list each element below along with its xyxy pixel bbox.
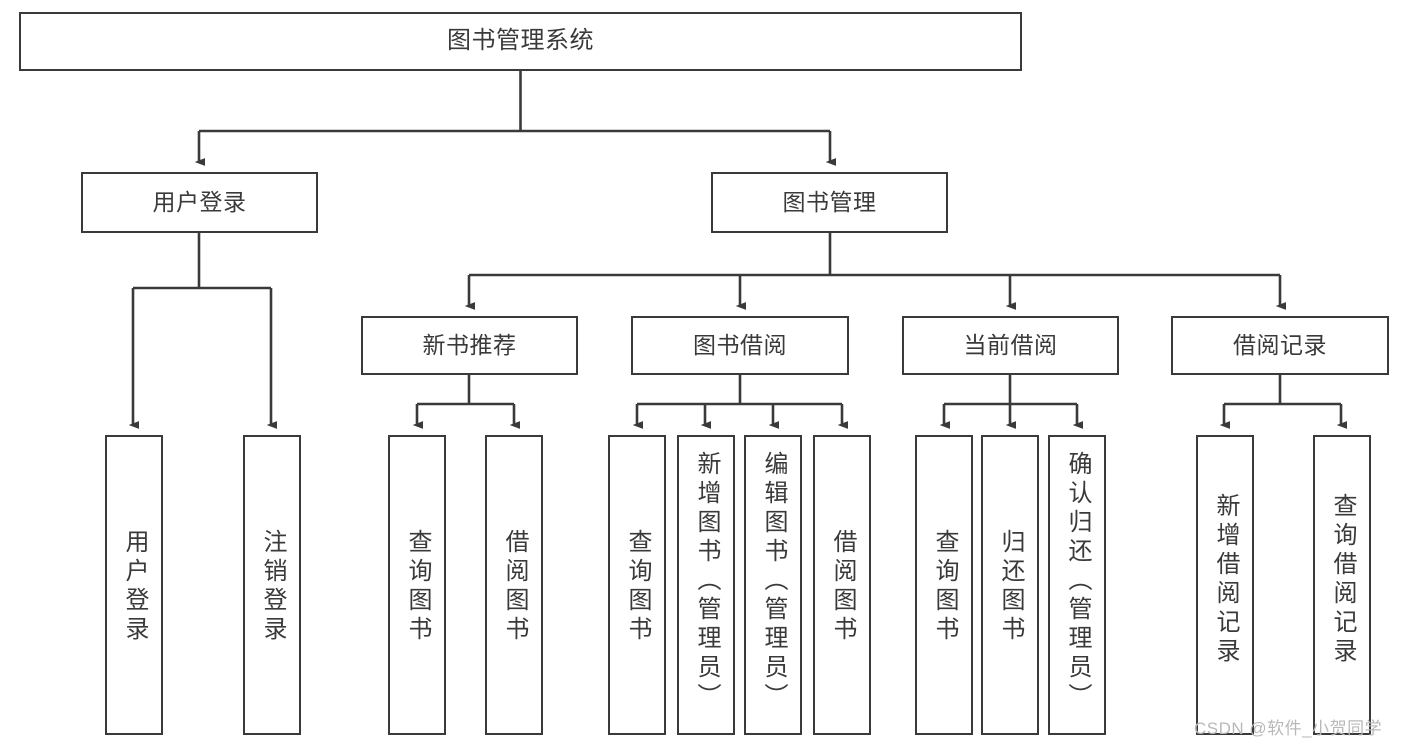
node-label: 借阅图书 — [501, 529, 528, 645]
leaf-current-query-book[interactable]: 查询图书 — [915, 435, 973, 735]
node-label: 确认归还（管理员） — [1064, 451, 1091, 712]
node-label: 新书推荐 — [422, 331, 517, 358]
node-label: 借阅记录 — [1233, 331, 1327, 358]
node-label: 当前借阅 — [963, 331, 1058, 358]
leaf-current-return-book[interactable]: 归还图书 — [981, 435, 1039, 735]
node-label: 新增借阅记录 — [1212, 493, 1239, 667]
node-book-management[interactable]: 图书管理 — [711, 172, 948, 233]
node-label: 用户登录 — [121, 529, 148, 645]
node-label: 用户登录 — [152, 188, 247, 215]
node-label: 图书借阅 — [693, 331, 787, 358]
leaf-recommend-borrow-book[interactable]: 借阅图书 — [485, 435, 543, 735]
leaf-user-login-login[interactable]: 用户登录 — [105, 435, 163, 735]
node-label: 编辑图书（管理员） — [760, 451, 787, 712]
node-label: 查询图书 — [404, 529, 431, 645]
node-label: 查询图书 — [931, 529, 958, 645]
node-new-book-recommend[interactable]: 新书推荐 — [361, 316, 578, 375]
leaf-borrow-query-book[interactable]: 查询图书 — [608, 435, 666, 735]
leaf-borrow-borrow-book[interactable]: 借阅图书 — [813, 435, 871, 735]
node-label: 新增图书（管理员） — [693, 451, 720, 712]
leaf-record-add-record[interactable]: 新增借阅记录 — [1196, 435, 1254, 735]
node-label: 图书管理 — [782, 188, 877, 215]
node-label: 归还图书 — [997, 529, 1024, 645]
node-current-borrow[interactable]: 当前借阅 — [902, 316, 1119, 375]
node-borrow-record[interactable]: 借阅记录 — [1171, 316, 1389, 375]
leaf-borrow-add-book-admin[interactable]: 新增图书（管理员） — [677, 435, 735, 735]
node-label: 注销登录 — [259, 529, 286, 645]
csdn-watermark: CSDN @软件_小贺同学 — [1194, 719, 1383, 738]
node-label: 查询借阅记录 — [1329, 493, 1356, 667]
node-user-login[interactable]: 用户登录 — [81, 172, 318, 233]
node-book-borrow[interactable]: 图书借阅 — [631, 316, 849, 375]
node-label: 查询图书 — [624, 529, 651, 645]
leaf-user-login-logout[interactable]: 注销登录 — [243, 435, 301, 735]
leaf-current-confirm-return-admin[interactable]: 确认归还（管理员） — [1048, 435, 1106, 735]
leaf-recommend-query-book[interactable]: 查询图书 — [388, 435, 446, 735]
node-label: 图书管理系统 — [447, 27, 594, 55]
leaf-borrow-edit-book-admin[interactable]: 编辑图书（管理员） — [744, 435, 802, 735]
leaf-record-query-record[interactable]: 查询借阅记录 — [1313, 435, 1371, 735]
node-root-system[interactable]: 图书管理系统 — [19, 12, 1022, 71]
node-label: 借阅图书 — [829, 529, 856, 645]
